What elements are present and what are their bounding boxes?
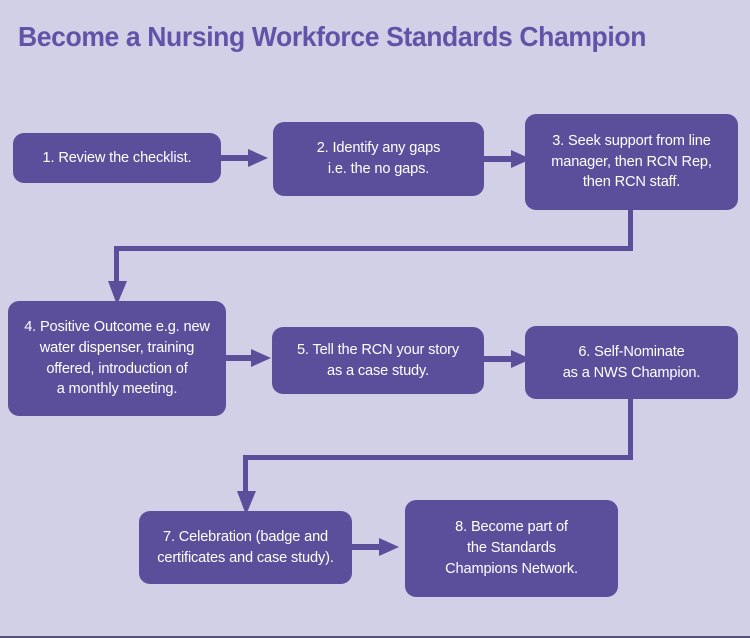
flow-node-1-label: 1. Review the checklist. [42, 149, 192, 166]
flow-node-3-label: 3. Seek support from line manager, then … [551, 132, 712, 191]
flow-node-8-become-part-of-network[interactable]: 8. Become part of the Standards Champion… [405, 500, 618, 597]
flow-node-6-label: 6. Self-Nominate as a NWS Champion. [562, 343, 701, 381]
arrow-3-to-4 [108, 208, 633, 305]
flow-node-5-label: 5. Tell the RCN your story as a case stu… [296, 341, 460, 379]
flow-node-4-label: 4. Positive Outcome e.g. new water dispe… [24, 319, 210, 398]
arrow-5-to-6 [484, 350, 531, 368]
arrow-4-to-5 [226, 349, 271, 367]
page-title: Become a Nursing Workforce Standards Cha… [18, 21, 647, 52]
flow-node-5-tell-rcn-story[interactable]: 5. Tell the RCN your story as a case stu… [272, 327, 484, 394]
arrow-6-to-7 [237, 397, 633, 515]
arrow-1-to-2 [221, 149, 268, 167]
flow-node-8-label: 8. Become part of the Standards Champion… [445, 519, 578, 577]
flow-node-7-celebration[interactable]: 7. Celebration (badge and certificates a… [139, 511, 352, 584]
flow-node-6-self-nominate[interactable]: 6. Self-Nominate as a NWS Champion. [525, 326, 738, 399]
flow-node-7-label: 7. Celebration (badge and certificates a… [157, 528, 334, 566]
flow-node-3-seek-support[interactable]: 3. Seek support from line manager, then … [525, 114, 738, 210]
flow-node-2-label: 2. Identify any gaps i.e. the no gaps. [316, 140, 441, 177]
flow-node-1-review-checklist[interactable]: 1. Review the checklist. [13, 133, 221, 183]
arrow-7-to-8 [352, 538, 399, 556]
arrow-2-to-3 [484, 150, 531, 168]
flow-node-2-identify-gaps[interactable]: 2. Identify any gaps i.e. the no gaps. [273, 122, 484, 196]
flow-node-4-positive-outcome[interactable]: 4. Positive Outcome e.g. new water dispe… [8, 301, 226, 416]
